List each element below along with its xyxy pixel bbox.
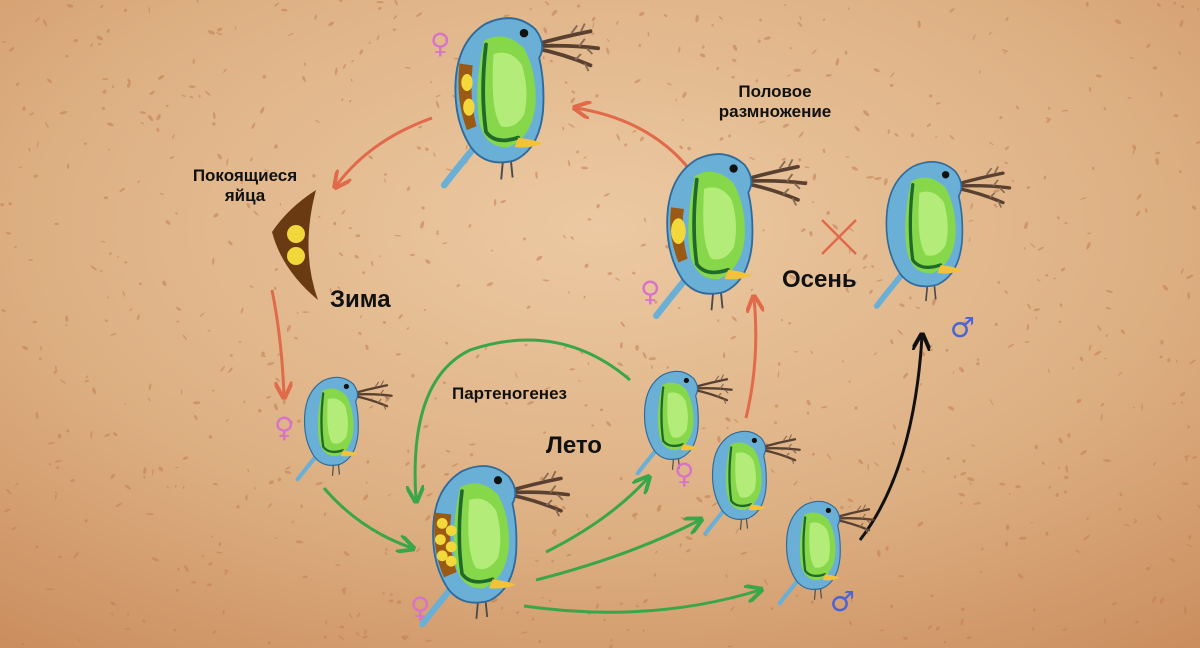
daphnia-brood-female: [422, 466, 568, 624]
arrow-brood-to-male: [523, 590, 760, 614]
mating-cross: [821, 219, 857, 255]
female-symbol-brood: ♀: [410, 591, 431, 624]
resting-egg-ephippium: [272, 190, 318, 300]
daphnia-summer-female-2: [706, 431, 800, 533]
label-winter: Зима: [330, 286, 391, 313]
label-sexual-reproduction: Половое размножение: [700, 82, 850, 123]
daphnia-winter-female-top: [444, 18, 598, 185]
label-resting-eggs-line1: Покоящиеся: [192, 166, 298, 185]
winter-cycle-arrows: [270, 108, 756, 419]
arrow-parthenogenesis-loop: [415, 338, 631, 500]
arrow-female-to-resting-eggs: [336, 116, 433, 186]
daphnia-autumn-male: [877, 162, 1010, 306]
daphnia-spring-female: [298, 377, 392, 479]
daphnia-summer-male: [780, 501, 874, 603]
male-symbol-summer: ♂: [830, 585, 856, 618]
label-sexual-line2: размножение: [718, 102, 832, 122]
male-symbol-autumn: ♂: [950, 311, 976, 344]
arrow-brood-to-summer-female-2: [535, 520, 700, 582]
label-summer: Лето: [546, 432, 602, 459]
label-parthenogenesis: Партеногенез: [452, 384, 567, 403]
label-sexual-line1: Половое: [738, 82, 812, 101]
arrow-autumn-female-to-top: [576, 108, 692, 171]
arrow-resting-eggs-to-female: [270, 289, 284, 396]
arrow-female-to-brood-female: [322, 487, 412, 548]
female-symbol-summer: ♀: [674, 457, 695, 490]
arrow-summer-to-autumn: [744, 298, 756, 419]
label-resting-eggs-line2: яйца: [224, 186, 266, 206]
female-symbol-autumn: ♀: [640, 275, 661, 308]
label-autumn: Осень: [782, 266, 857, 293]
female-symbol-top: ♀: [430, 27, 451, 60]
summer-cycle-arrows: [322, 338, 760, 614]
arrow-brood-to-summer-female: [545, 478, 648, 554]
label-resting-eggs: Покоящиеся яйца: [170, 166, 320, 207]
arrow-male-to-autumn-male: [858, 336, 922, 541]
female-symbol-spring: ♀: [274, 411, 295, 444]
